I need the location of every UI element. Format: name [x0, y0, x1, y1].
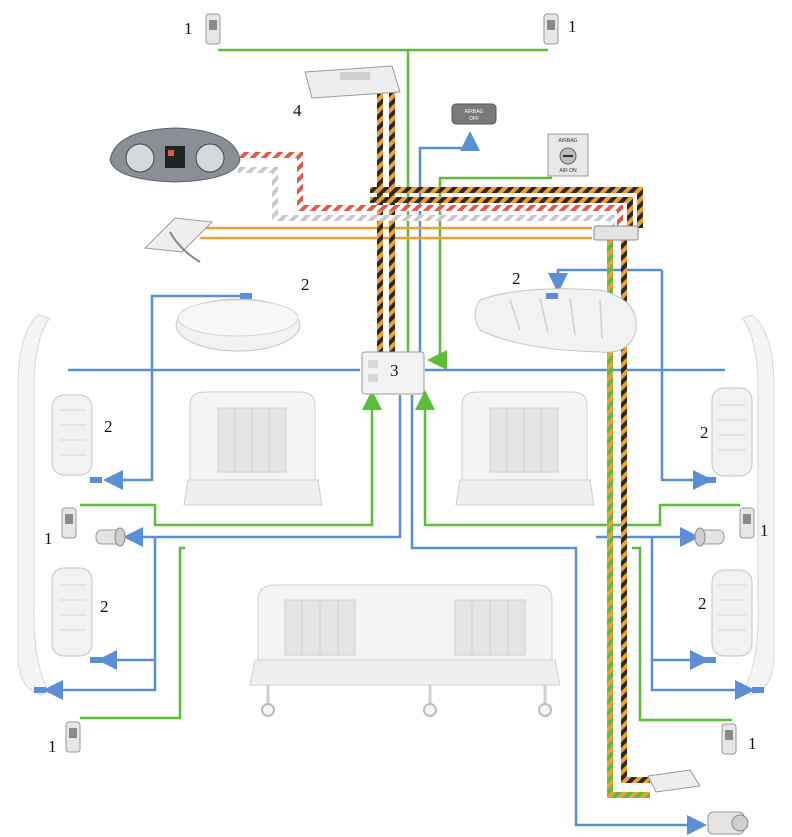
- callout-sensor: 1: [760, 522, 769, 539]
- rear-bench-seat-icon: [250, 585, 560, 716]
- callout-airbag: 2: [100, 598, 109, 615]
- airbag-warning-lamp-icon: AIRBAG OFF: [452, 104, 496, 124]
- svg-text:AIRBAG: AIRBAG: [559, 138, 578, 144]
- orange-wires: [200, 228, 592, 238]
- seatbelt-pretensioner-icon: [695, 528, 724, 546]
- callout-airbag: 2: [700, 424, 709, 441]
- callout-sensor: 1: [48, 738, 57, 755]
- svg-text:AIRBAG: AIRBAG: [465, 109, 484, 115]
- left-side-panel: [18, 315, 50, 695]
- svg-text:AIR ON: AIR ON: [559, 168, 577, 174]
- callout-airbag: 2: [512, 270, 521, 287]
- side-airbag-icon: [52, 568, 102, 663]
- callout-sensor: 1: [748, 735, 757, 752]
- key-switch-icon: AIRBAG AIR ON: [548, 134, 588, 176]
- front-right-seat-icon: [456, 392, 594, 505]
- callout-sensor: 1: [44, 530, 53, 547]
- callout-engine-unit: 4: [293, 102, 302, 119]
- seatbelt-pretensioner-icon: [96, 528, 125, 546]
- connector-icon: [752, 687, 764, 693]
- rear-actuator-icon: [708, 812, 748, 834]
- engine-ecu-icon: [305, 66, 400, 98]
- callout-sensor: 1: [184, 20, 193, 37]
- steering-column-icon: [145, 218, 212, 262]
- crash-sensor-icon: [722, 724, 736, 754]
- callout-control-unit: 3: [390, 362, 399, 379]
- connector-block-icon: [594, 226, 638, 240]
- side-airbag-icon: [52, 395, 102, 483]
- passenger-airbag-icon: [475, 289, 636, 353]
- front-left-seat-icon: [184, 392, 322, 505]
- crash-sensor-icon: [66, 722, 80, 752]
- rear-module-icon: [648, 770, 700, 792]
- callout-airbag: 2: [301, 276, 310, 293]
- side-airbag-icon: [704, 570, 752, 663]
- callout-sensor: 1: [568, 18, 577, 35]
- instrument-cluster-icon: [110, 128, 240, 182]
- crash-sensor-icon: [544, 14, 558, 44]
- connector-icon: [34, 687, 46, 693]
- crash-sensor-icon: [740, 508, 754, 538]
- svg-text:OFF: OFF: [469, 116, 479, 122]
- callout-airbag: 2: [104, 418, 113, 435]
- side-airbag-icon: [704, 388, 752, 483]
- driver-airbag-icon: [176, 293, 300, 351]
- callout-airbag: 2: [698, 595, 707, 612]
- crash-sensor-icon: [62, 508, 76, 538]
- crash-sensor-icon: [206, 14, 220, 44]
